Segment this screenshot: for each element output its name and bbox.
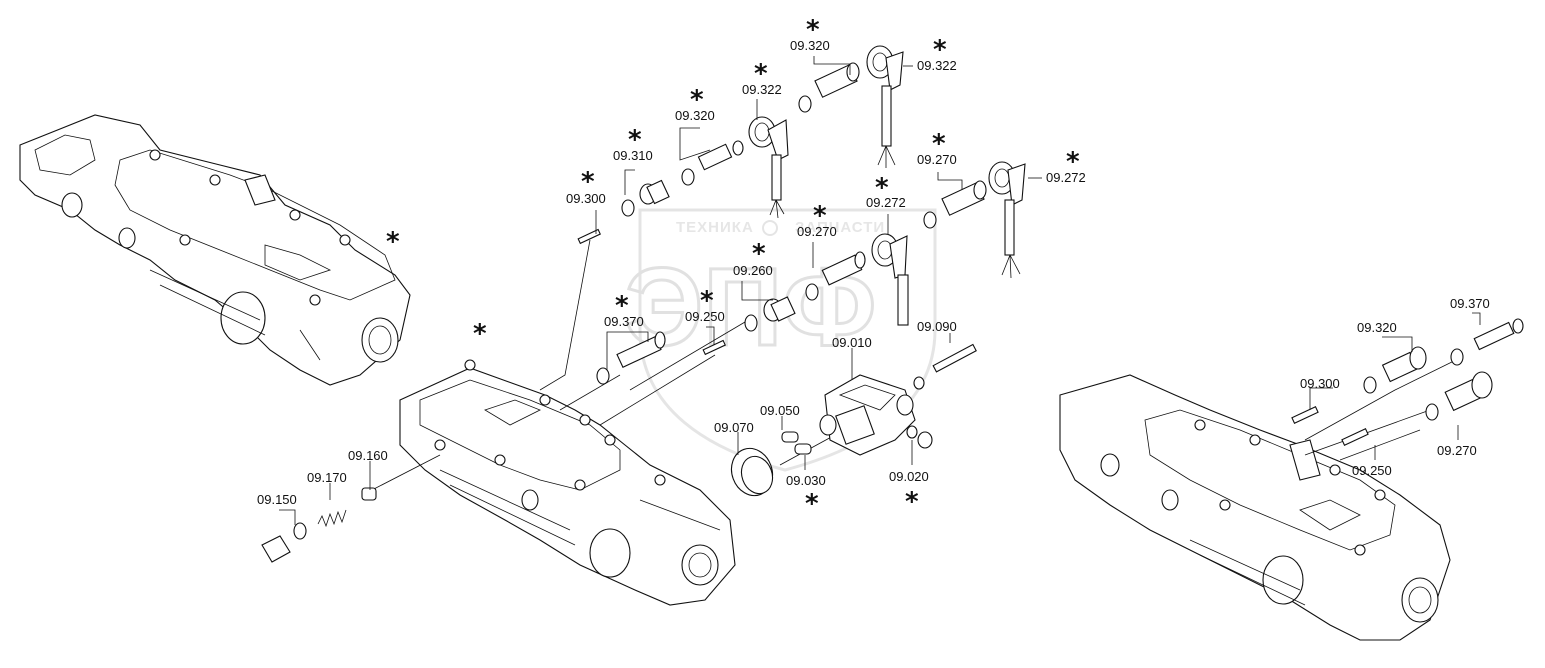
sensor-plug-icon [941,180,987,216]
sensor-plug-icon [639,179,670,205]
screw-icon [932,343,977,373]
asterisk-marker: * [754,59,768,89]
label-09-300-right: 09.300 [1300,376,1340,391]
housing-center [399,359,736,606]
label-09-150: 09.150 [257,492,297,507]
angle-connector-icon [871,233,909,326]
o-ring-icon [805,283,819,301]
asterisk-marker: * [813,201,827,231]
label-09-270-top: 09.270 [917,152,957,167]
asterisk-marker: * [628,125,642,155]
o-ring-icon [681,168,695,186]
asterisk-marker: * [875,173,889,203]
label-09-370-left: 09.370 [604,314,644,329]
spring-icon [317,509,347,528]
asterisk-marker: * [932,129,946,159]
plug-icon [361,487,377,501]
label-09-090: 09.090 [917,319,957,334]
o-ring-icon [596,367,610,385]
label-09-270-mid: 09.270 [797,224,837,239]
asterisk-marker: * [752,239,766,269]
angle-connector-icon [988,161,1026,279]
asterisk-marker: * [933,35,947,65]
label-09-160: 09.160 [348,448,388,463]
asterisk-marker: * [581,167,595,197]
sensor-plug-icon [616,331,666,368]
label-09-170: 09.170 [307,470,347,485]
label-09-250-right: 09.250 [1352,463,1392,478]
o-ring-icon [906,425,918,439]
label-09-270-right: 09.270 [1437,443,1477,458]
o-ring-icon [621,199,635,217]
angle-connector-icon [748,116,789,219]
dowel-pin-icon [781,431,799,443]
o-ring-icon [1450,348,1464,366]
dowel-pin-icon [794,443,812,455]
asterisk-marker: * [700,286,714,316]
sensor-plug-icon [697,140,744,171]
dowel-pin-icon [577,228,601,245]
label-09-020: 09.020 [889,469,929,484]
o-ring-icon [798,95,812,113]
asterisk-marker: * [386,227,400,257]
asterisk-marker: * [690,85,704,115]
label-09-300-left: 09.300 [566,191,606,206]
watermark-gear-icon [762,220,778,236]
label-09-260: 09.260 [733,263,773,278]
label-09-322-mid: 09.322 [742,82,782,97]
label-09-322-top: 09.322 [917,58,957,73]
sensor-plug-icon [763,296,796,322]
right-parts-group [1291,318,1524,446]
o-ring-icon [293,522,307,540]
label-leaders [279,56,1481,525]
part-labels: 09.320 09.322 09.322 09.320 09.310 09.30… [257,38,1490,507]
relief-valve-group [261,487,377,563]
o-ring-icon [923,211,937,229]
asterisk-marker: * [1066,147,1080,177]
housing-left-back [19,114,411,386]
asterisk-marker: * [805,489,819,519]
label-09-310: 09.310 [613,148,653,163]
label-09-320-top: 09.320 [790,38,830,53]
plug-icon [261,535,291,563]
asterisk-marker: * [806,15,820,45]
label-09-050: 09.050 [760,403,800,418]
dowel-pin-icon [702,339,726,356]
dowel-pin-icon [1341,428,1369,446]
asterisk-marker: * [615,291,629,321]
dowel-pin-icon [1291,406,1319,424]
housing-right [1059,374,1451,641]
asterisk-markers: * * * * * * * * * * * * * * * * * [386,15,1080,519]
o-ring-icon [744,314,758,332]
asterisk-marker: * [905,487,919,517]
sensor-plug-icon [821,251,866,286]
label-09-370-right: 09.370 [1450,296,1490,311]
watermark-brand-right: ЗАПЧАСТИ [795,219,885,236]
label-09-070: 09.070 [714,420,754,435]
label-09-320-mid: 09.320 [675,108,715,123]
angle-connector-icon [866,45,904,168]
plug-icon [917,431,933,449]
sensor-plug-icon [814,62,860,98]
o-ring-icon [1363,376,1377,394]
o-ring-icon [1425,403,1439,421]
label-09-030: 09.030 [786,473,826,488]
asterisk-marker: * [473,319,487,349]
valve-block-icon [730,343,977,497]
label-09-250-left: 09.250 [685,309,725,324]
label-09-272-right: 09.272 [1046,170,1086,185]
label-09-010: 09.010 [832,335,872,350]
watermark-brand-left: ТЕХНИКА [676,219,754,236]
o-ring-icon [913,376,925,390]
sensor-plug-icon [1444,371,1493,412]
label-09-320-right: 09.320 [1357,320,1397,335]
sensor-plug-icon [1473,318,1524,351]
sensor-group [577,45,1026,385]
sensor-plug-icon [1381,346,1427,383]
label-09-272-mid: 09.272 [866,195,906,210]
